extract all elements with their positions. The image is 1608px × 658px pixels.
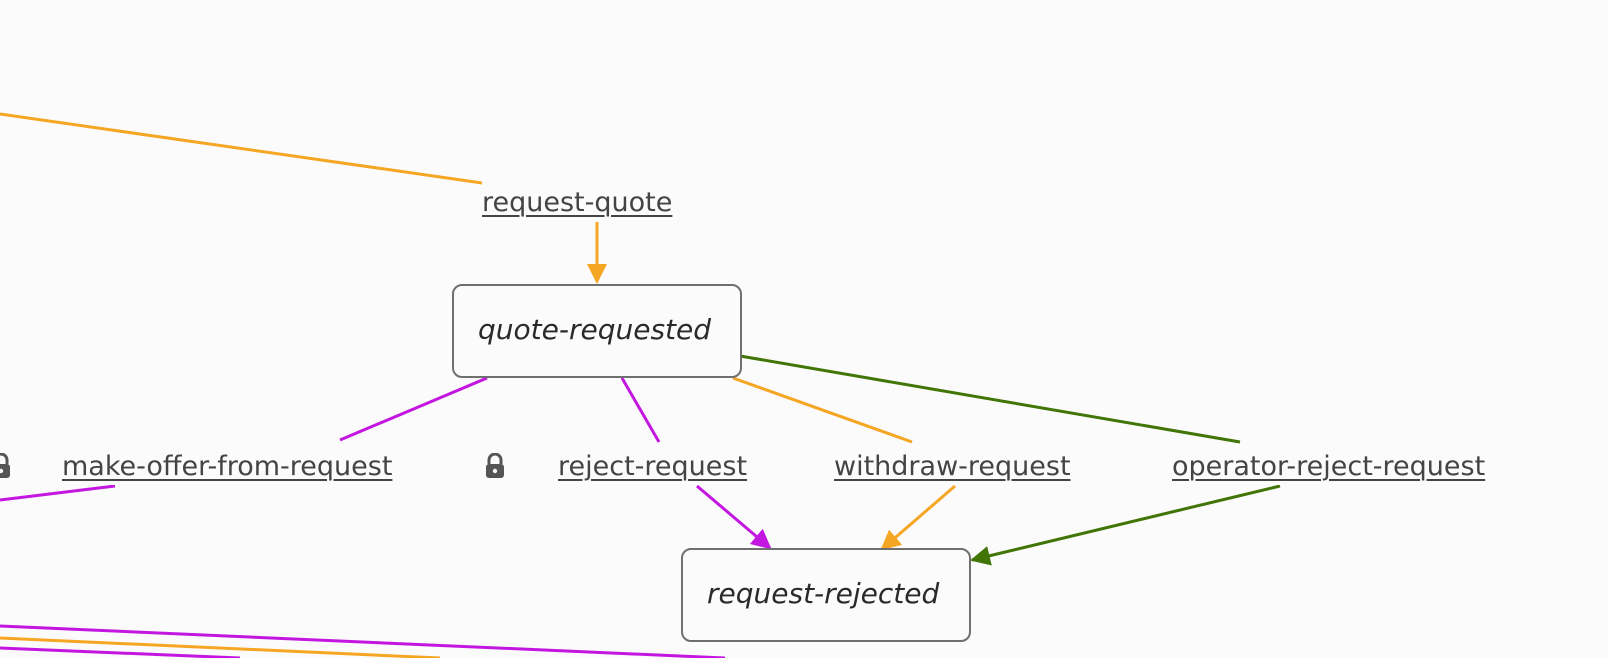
transition-withdraw-request[interactable]: withdraw-request (830, 449, 1075, 485)
edge-operator-reject-to-request-rejected (970, 484, 1281, 566)
edge-bottom-purple-1 (0, 624, 726, 658)
transition-make-offer-from-request[interactable]: make-offer-from-request (58, 449, 397, 485)
edge-quote-requested-to-make-offer (339, 376, 488, 442)
edge-quote-requested-to-withdraw-request (732, 376, 913, 444)
state-request-rejected-label: request-rejected (707, 577, 940, 610)
edge-make-offer-outgoing (0, 484, 116, 502)
transition-reject-request[interactable]: reject-request (554, 449, 752, 485)
edge-bottom-orange (0, 636, 441, 658)
edge-bottom-purple-2 (0, 646, 241, 658)
state-request-rejected[interactable]: request-rejected (681, 548, 971, 642)
edge-quote-requested-to-operator-reject (739, 354, 1241, 444)
lock-icon (0, 453, 10, 478)
edge-quote-requested-to-reject-request (620, 377, 661, 443)
edge-reject-request-to-request-rejected (696, 484, 772, 550)
transition-operator-reject-request[interactable]: operator-reject-request (1168, 449, 1490, 485)
state-quote-requested-label: quote-requested (478, 313, 712, 346)
transition-request-quote[interactable]: request-quote (478, 185, 677, 221)
edge-incoming-request-quote (0, 112, 483, 185)
state-quote-requested[interactable]: quote-requested (452, 284, 742, 378)
edge-withdraw-request-to-request-rejected (880, 484, 956, 551)
lock-icon (486, 453, 504, 478)
